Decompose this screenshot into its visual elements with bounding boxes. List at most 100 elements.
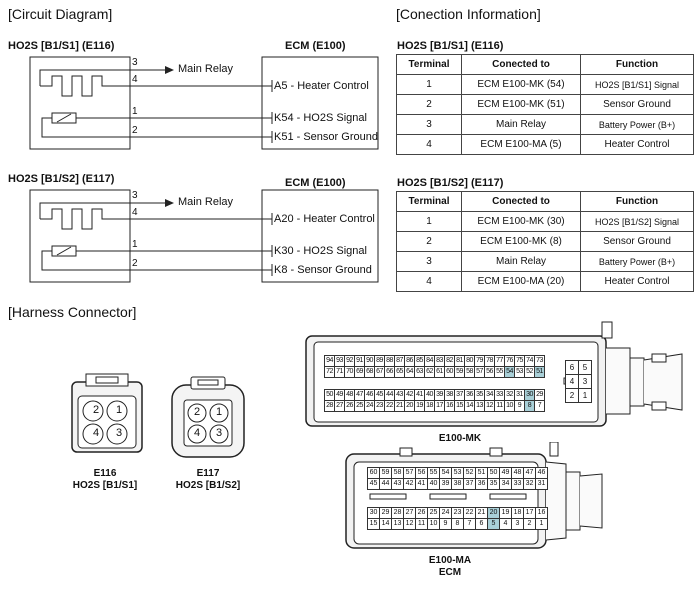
mk-side-pin: 4 bbox=[565, 374, 579, 389]
table-cell: Battery Power (B+) bbox=[580, 114, 694, 135]
e117-connector bbox=[171, 376, 245, 458]
relay2-label: Main Relay bbox=[178, 196, 234, 208]
ma-pin: 45 bbox=[367, 478, 380, 490]
pin1-3-label: 3 bbox=[132, 57, 138, 68]
ma-pin: 31 bbox=[535, 478, 548, 490]
ma-pin: 15 bbox=[367, 518, 380, 530]
heater2-symbol bbox=[40, 208, 130, 230]
table-header: Function bbox=[580, 191, 694, 212]
table-cell: 4 bbox=[396, 271, 462, 292]
pin1-2-label: 2 bbox=[132, 125, 138, 136]
table-header: Conected to bbox=[461, 191, 581, 212]
relay1-arrow bbox=[165, 66, 174, 74]
table2-title: HO2S [B1/S2] (E117) bbox=[397, 177, 504, 189]
table-cell: ECM E100-MA (20) bbox=[461, 271, 581, 292]
ecm1-title: ECM (E100) bbox=[285, 40, 346, 52]
e116-pin-2: 2 bbox=[92, 404, 100, 416]
e116-caption-name: HO2S [B1/S1] bbox=[72, 480, 138, 491]
pin2-3-label: 3 bbox=[132, 190, 138, 201]
ma-pin: 1 bbox=[535, 518, 548, 530]
pin2-4-label: 4 bbox=[132, 207, 138, 218]
table-cell: HO2S [B1/S1] Signal bbox=[580, 74, 694, 95]
table-header: Function bbox=[580, 54, 694, 75]
e117-pin-2: 2 bbox=[193, 406, 201, 418]
ecm2-box bbox=[261, 189, 379, 283]
mk-side-pin: 5 bbox=[578, 360, 592, 375]
table-cell: ECM E100-MK (30) bbox=[461, 211, 581, 232]
ma-pin: 11 bbox=[415, 518, 428, 530]
ma-pin: 46 bbox=[535, 467, 548, 479]
e117-caption-id: E117 bbox=[196, 468, 220, 479]
e117-pin-1: 1 bbox=[215, 406, 223, 418]
ecm1-pin-b: K54 - HO2S Signal bbox=[274, 112, 367, 124]
table-cell: 4 bbox=[396, 134, 462, 155]
table-cell: 1 bbox=[396, 74, 462, 95]
table-cell: Main Relay bbox=[461, 114, 581, 135]
table-cell: Battery Power (B+) bbox=[580, 251, 694, 272]
e117-caption-name: HO2S [B1/S2] bbox=[175, 480, 241, 491]
table-cell: ECM E100-MA (5) bbox=[461, 134, 581, 155]
e100-mk-caption: E100-MK bbox=[438, 433, 482, 444]
ecm1-pin-a: A5 - Heater Control bbox=[274, 80, 369, 92]
pin2-2-label: 2 bbox=[132, 258, 138, 269]
ecm2-pin-c: K8 - Sensor Ground bbox=[274, 264, 372, 276]
e116-pin-1: 1 bbox=[115, 404, 123, 416]
table-cell: Sensor Ground bbox=[580, 231, 694, 252]
ma-pin: 7 bbox=[463, 518, 476, 530]
mk-pin: 7 bbox=[534, 400, 545, 412]
ma-pin: 39 bbox=[439, 478, 452, 490]
mk-side-pin: 6 bbox=[565, 360, 579, 375]
mk-pin: 51 bbox=[534, 366, 545, 378]
e116-caption-id: E116 bbox=[93, 468, 117, 479]
table-cell: 2 bbox=[396, 231, 462, 252]
pin1-4-label: 4 bbox=[132, 74, 138, 85]
table1-title: HO2S [B1/S1] (E116) bbox=[397, 40, 504, 52]
table-cell: Main Relay bbox=[461, 251, 581, 272]
sensor2-title: HO2S [B1/S2] (E117) bbox=[8, 173, 115, 185]
connection-info-heading: [Conection Information] bbox=[396, 6, 541, 22]
relay1-label: Main Relay bbox=[178, 63, 234, 75]
sensor2-box bbox=[29, 189, 131, 283]
table-cell: 3 bbox=[396, 251, 462, 272]
ecm1-box bbox=[261, 56, 379, 150]
table-cell: 2 bbox=[396, 94, 462, 115]
relay2-arrow bbox=[165, 199, 174, 207]
e116-pin-3: 3 bbox=[115, 427, 123, 439]
table-cell: ECM E100-MK (51) bbox=[461, 94, 581, 115]
e116-pin-4: 4 bbox=[92, 427, 100, 439]
e117-pin-4: 4 bbox=[193, 427, 201, 439]
table-header: Conected to bbox=[461, 54, 581, 75]
mk-side-pin: 3 bbox=[578, 374, 592, 389]
ma-pin: 41 bbox=[415, 478, 428, 490]
ma-pin: 32 bbox=[523, 478, 536, 490]
table-cell: 1 bbox=[396, 211, 462, 232]
ecm2-title: ECM (E100) bbox=[285, 177, 346, 189]
heater1-symbol bbox=[40, 75, 130, 97]
table-cell: Heater Control bbox=[580, 134, 694, 155]
pin1-1-label: 1 bbox=[132, 106, 138, 117]
ma-pin: 42 bbox=[403, 478, 416, 490]
table-cell: HO2S [B1/S2] Signal bbox=[580, 211, 694, 232]
table-cell: Sensor Ground bbox=[580, 94, 694, 115]
table-header: Terminal bbox=[396, 54, 462, 75]
e100-ma-caption-name: ECM bbox=[438, 567, 462, 578]
ma-pin: 35 bbox=[487, 478, 500, 490]
table-cell: ECM E100-MK (8) bbox=[461, 231, 581, 252]
ma-pin: 16 bbox=[535, 507, 548, 519]
e116-caption: E116 HO2S [B1/S1] bbox=[55, 468, 155, 492]
mk-side-pin: 1 bbox=[578, 388, 592, 403]
ecm1-pin-c: K51 - Sensor Ground bbox=[274, 131, 378, 143]
small-connectors-svg bbox=[71, 373, 245, 458]
table-cell: ECM E100-MK (54) bbox=[461, 74, 581, 95]
e100-ma-caption-id: E100-MA bbox=[428, 555, 472, 566]
